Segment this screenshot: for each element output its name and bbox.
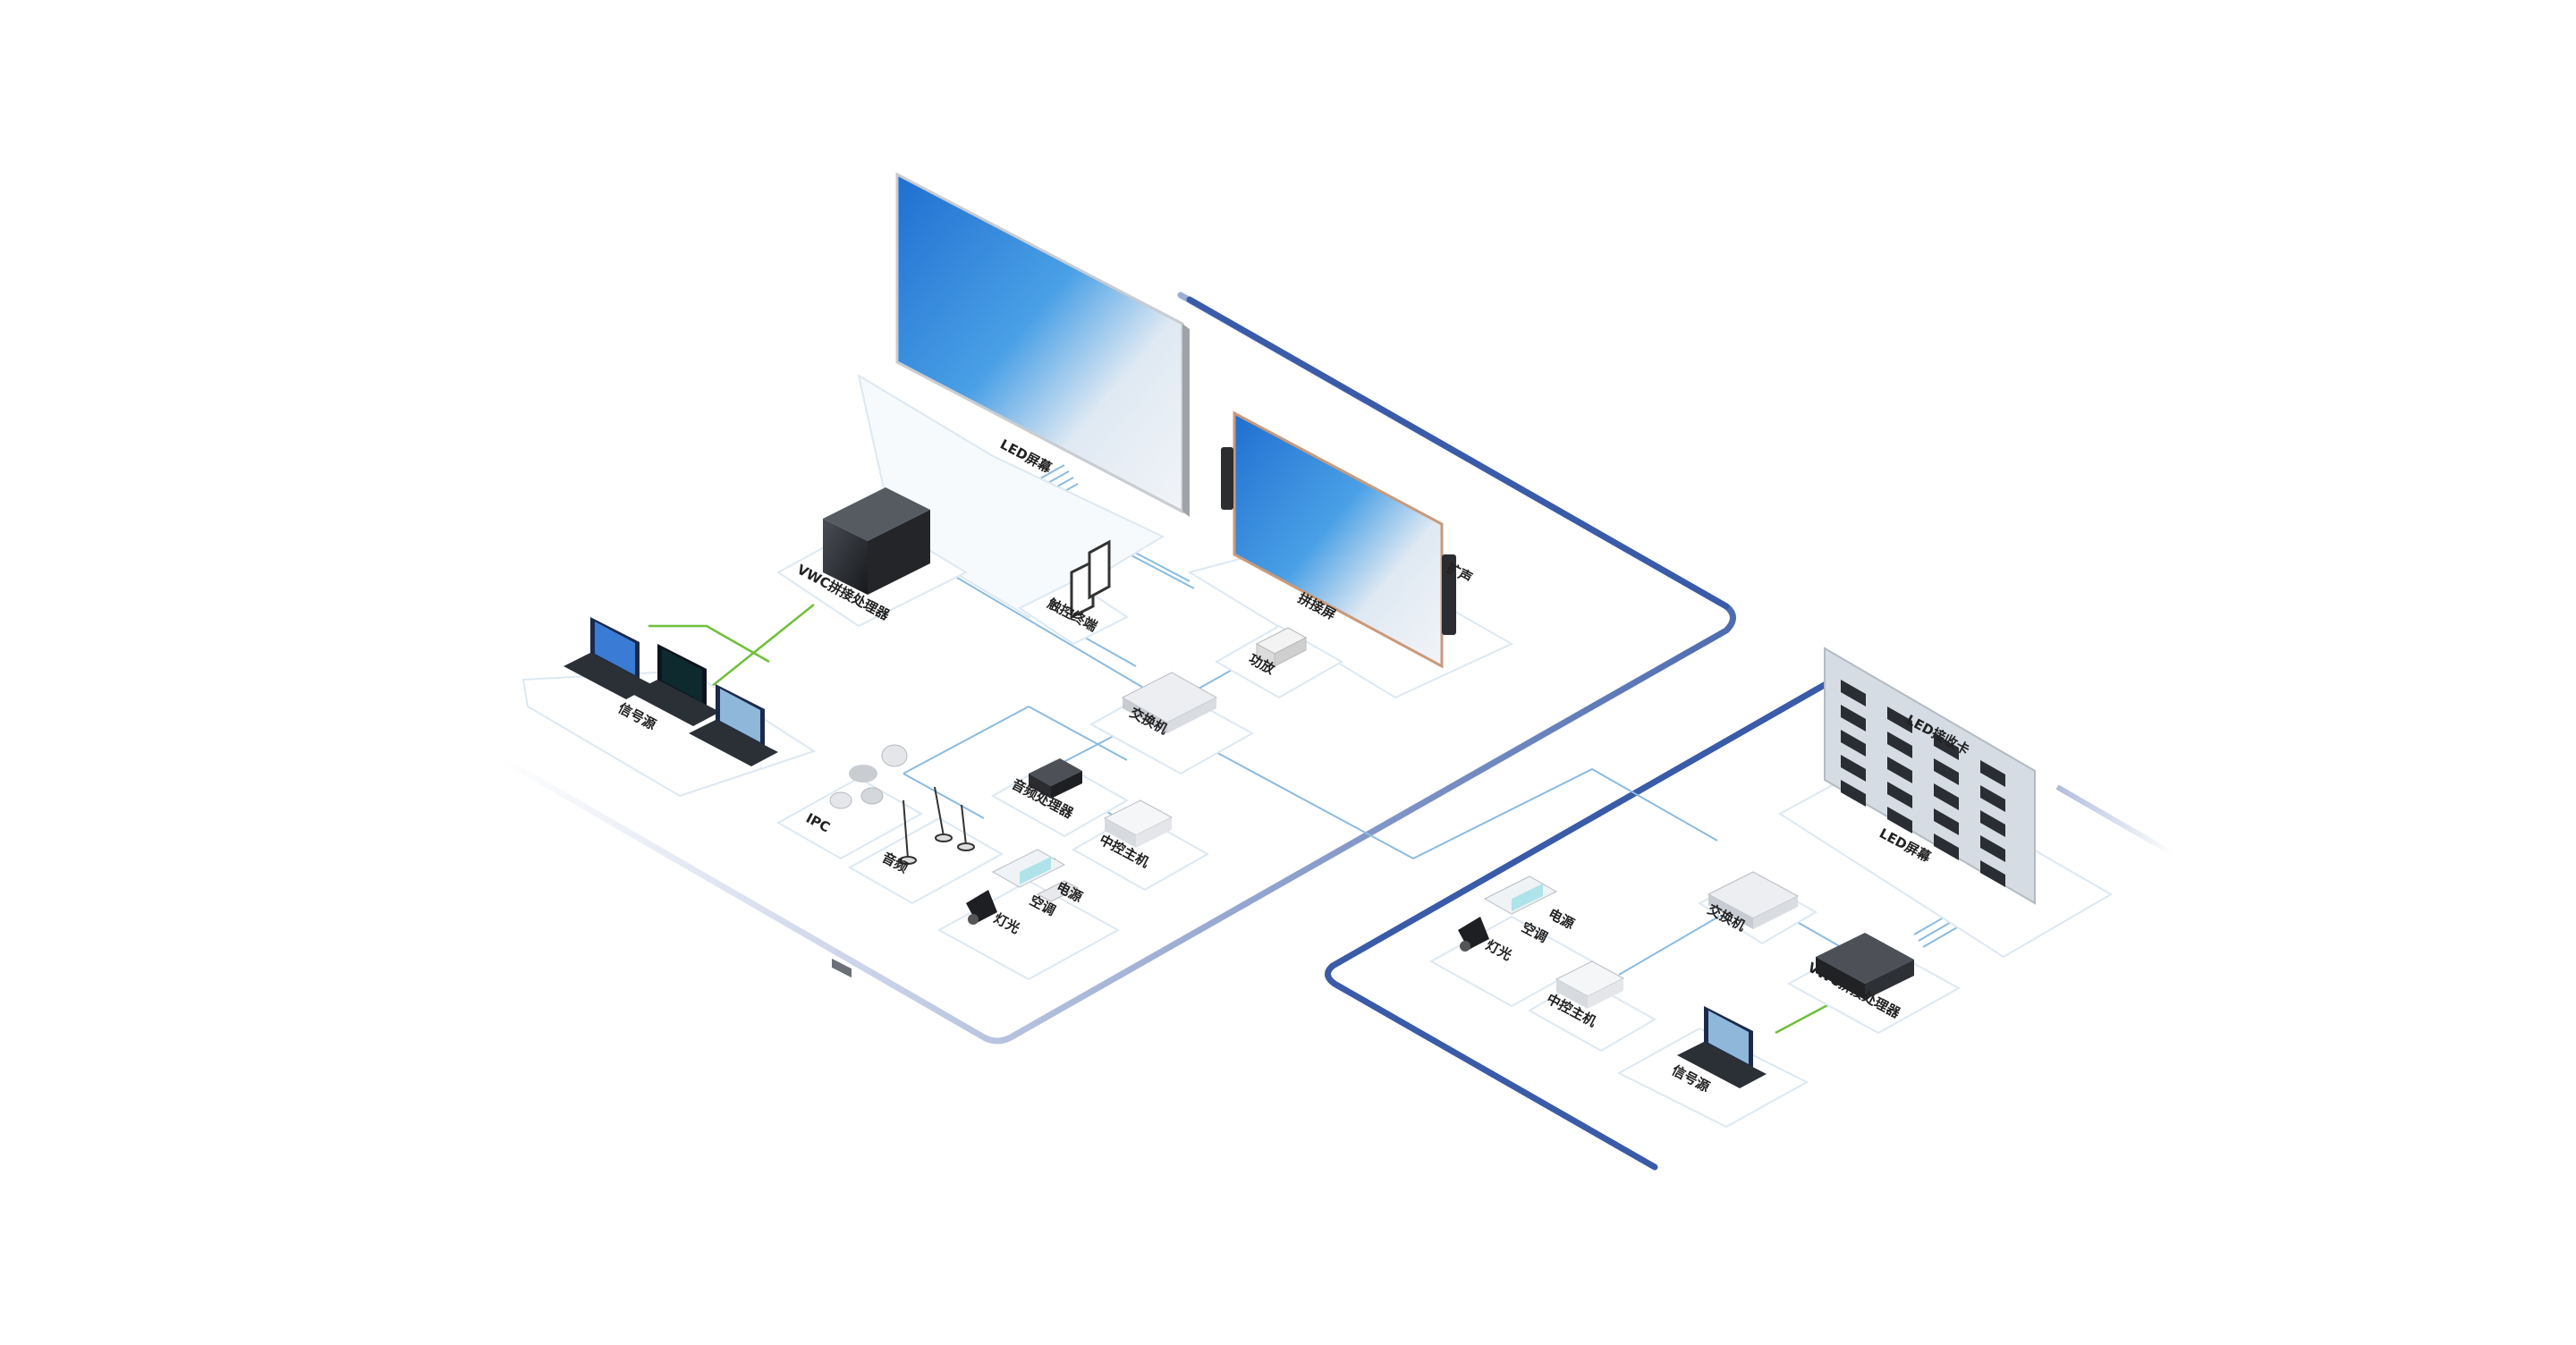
receiver-card xyxy=(1980,760,2005,787)
switch-main xyxy=(1121,672,1218,733)
receiver-card xyxy=(1934,833,1959,860)
ipc-camera-icon xyxy=(829,744,908,809)
microphone-icon xyxy=(899,786,975,865)
receiver-card xyxy=(1841,730,1866,757)
receiver-card xyxy=(1841,680,1866,706)
laptop-icon-2 xyxy=(631,644,720,726)
receiver-card xyxy=(1980,835,2005,862)
receiver-card xyxy=(1980,810,2005,837)
ac-icon xyxy=(991,849,1066,888)
power-icon xyxy=(1036,880,1080,902)
receiver-card xyxy=(1934,758,1959,785)
receiver-card xyxy=(1841,705,1866,732)
receiver-card xyxy=(1887,807,1912,833)
projector-icon xyxy=(1255,627,1308,667)
receiver-card xyxy=(1980,785,2005,812)
vwc-processor-remote xyxy=(1816,933,1914,1000)
receiver-card xyxy=(1841,755,1866,782)
label-power-remote: 电源 xyxy=(1546,906,1577,933)
led-receiver-card-grid xyxy=(1841,680,2005,887)
speaker-left xyxy=(1221,447,1233,510)
receiver-card xyxy=(1934,733,1959,760)
laptop-icon-1 xyxy=(564,617,653,699)
tablet-icon xyxy=(1070,539,1111,620)
zone-outline-remote xyxy=(1325,676,2175,1171)
receiver-card xyxy=(1887,732,1912,758)
vwc-processor-main xyxy=(823,487,930,978)
central-host-icon xyxy=(1103,799,1174,848)
receiver-card xyxy=(1934,808,1959,835)
led-screen-remote xyxy=(1824,647,2036,905)
speaker-right xyxy=(1442,554,1456,635)
led-screen-main xyxy=(895,172,1190,517)
audio-processor-icon xyxy=(1029,758,1082,799)
switch-remote xyxy=(1707,871,1800,929)
receiver-card xyxy=(1887,782,1912,808)
receiver-card xyxy=(1887,757,1912,783)
ac-remote-icon xyxy=(1483,876,1558,915)
receiver-card xyxy=(1934,783,1959,810)
light-icon xyxy=(966,890,997,925)
splice-screen xyxy=(1221,410,1456,669)
laptop-icon-3 xyxy=(689,684,778,766)
central-host-remote-icon xyxy=(1555,960,1625,1009)
receiver-card xyxy=(1841,780,1866,807)
laptop-remote-icon xyxy=(1677,1006,1767,1088)
receiver-card xyxy=(1887,706,1912,733)
light-remote-icon xyxy=(1458,917,1489,952)
receiver-card xyxy=(1980,860,2005,887)
